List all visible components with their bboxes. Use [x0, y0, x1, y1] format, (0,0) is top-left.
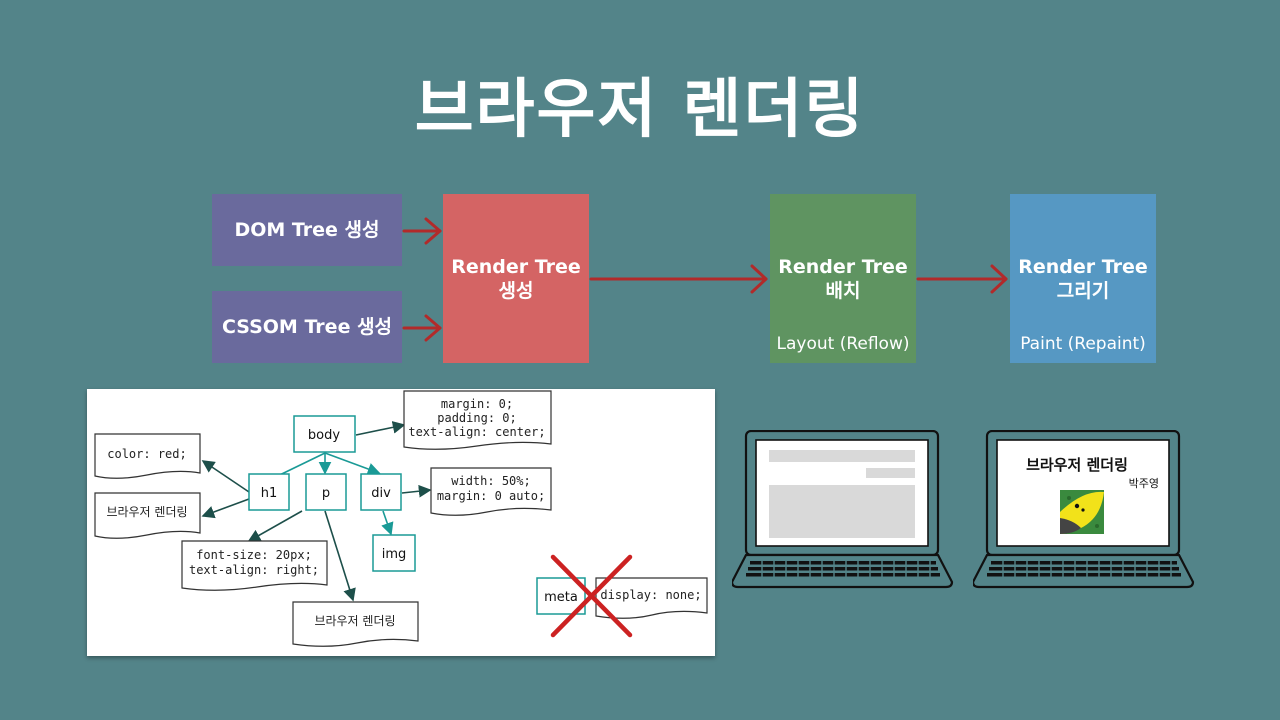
- dom-tree-box: DOM Tree 생성: [212, 194, 402, 266]
- arrow-dom-to-render: [402, 217, 442, 245]
- keyboard-icon: [746, 561, 940, 577]
- laptop-layout: [732, 430, 954, 589]
- laptop-paint: 브라우저 렌더링 박주영: [973, 430, 1195, 589]
- paint-line2: 그리기: [1056, 279, 1110, 302]
- paint-line1: Render Tree: [1018, 255, 1148, 278]
- profile-image-icon: [1060, 490, 1104, 534]
- layout-line2: 배치: [825, 279, 861, 302]
- render-tree-line2: 생성: [498, 279, 534, 302]
- paint-caption: Paint (Repaint): [1020, 334, 1146, 354]
- arrow-render-to-layout: [589, 264, 768, 294]
- node-p: p: [322, 486, 330, 501]
- node-h1: h1: [261, 486, 278, 501]
- excluded-cross-icon: [550, 554, 633, 638]
- body-style-2: padding: 0;: [437, 411, 516, 425]
- meta-style-note: display: none;: [600, 588, 701, 602]
- wireframe-header-block: [769, 450, 915, 462]
- div-style-2: margin: 0 auto;: [437, 489, 545, 503]
- keyboard-icon: [987, 561, 1181, 577]
- body-style-1: margin: 0;: [441, 397, 513, 411]
- node-body: body: [308, 428, 340, 443]
- node-div: div: [371, 486, 391, 501]
- wireframe-content-block: [769, 485, 915, 538]
- painted-heading: 브라우저 렌더링: [1026, 456, 1128, 474]
- cssom-tree-box: CSSOM Tree 생성: [212, 291, 402, 363]
- node-meta: meta: [544, 590, 578, 605]
- p-style-1: font-size: 20px;: [196, 548, 312, 562]
- h1-color-note: color: red;: [107, 447, 186, 461]
- layout-caption: Layout (Reflow): [776, 334, 910, 354]
- p-text-note: 브라우저 렌더링: [314, 614, 395, 628]
- dom-tree-label: DOM Tree 생성: [234, 219, 380, 241]
- paint-box: Render Tree 그리기 Paint (Repaint): [1010, 194, 1156, 363]
- render-tree-line1: Render Tree: [451, 255, 581, 278]
- arrow-layout-to-paint: [916, 264, 1008, 294]
- render-tree-diagram: body h1 p div img meta margin: 0; paddin…: [87, 389, 715, 656]
- painted-author: 박주영: [1129, 477, 1159, 490]
- h1-text-note: 브라우저 렌더링: [106, 505, 187, 519]
- layout-line1: Render Tree: [778, 255, 908, 278]
- render-tree-box: Render Tree 생성: [443, 194, 589, 363]
- p-style-2: text-align: right;: [189, 563, 319, 577]
- node-img: img: [382, 547, 407, 562]
- layout-box: Render Tree 배치 Layout (Reflow): [770, 194, 916, 363]
- cssom-tree-label: CSSOM Tree 생성: [221, 316, 393, 338]
- body-style-3: text-align: center;: [408, 425, 545, 439]
- page-title: 브라우저 렌더링: [414, 73, 866, 147]
- arrow-cssom-to-render: [402, 314, 442, 342]
- wireframe-right-block: [866, 468, 915, 478]
- div-style-1: width: 50%;: [451, 474, 530, 488]
